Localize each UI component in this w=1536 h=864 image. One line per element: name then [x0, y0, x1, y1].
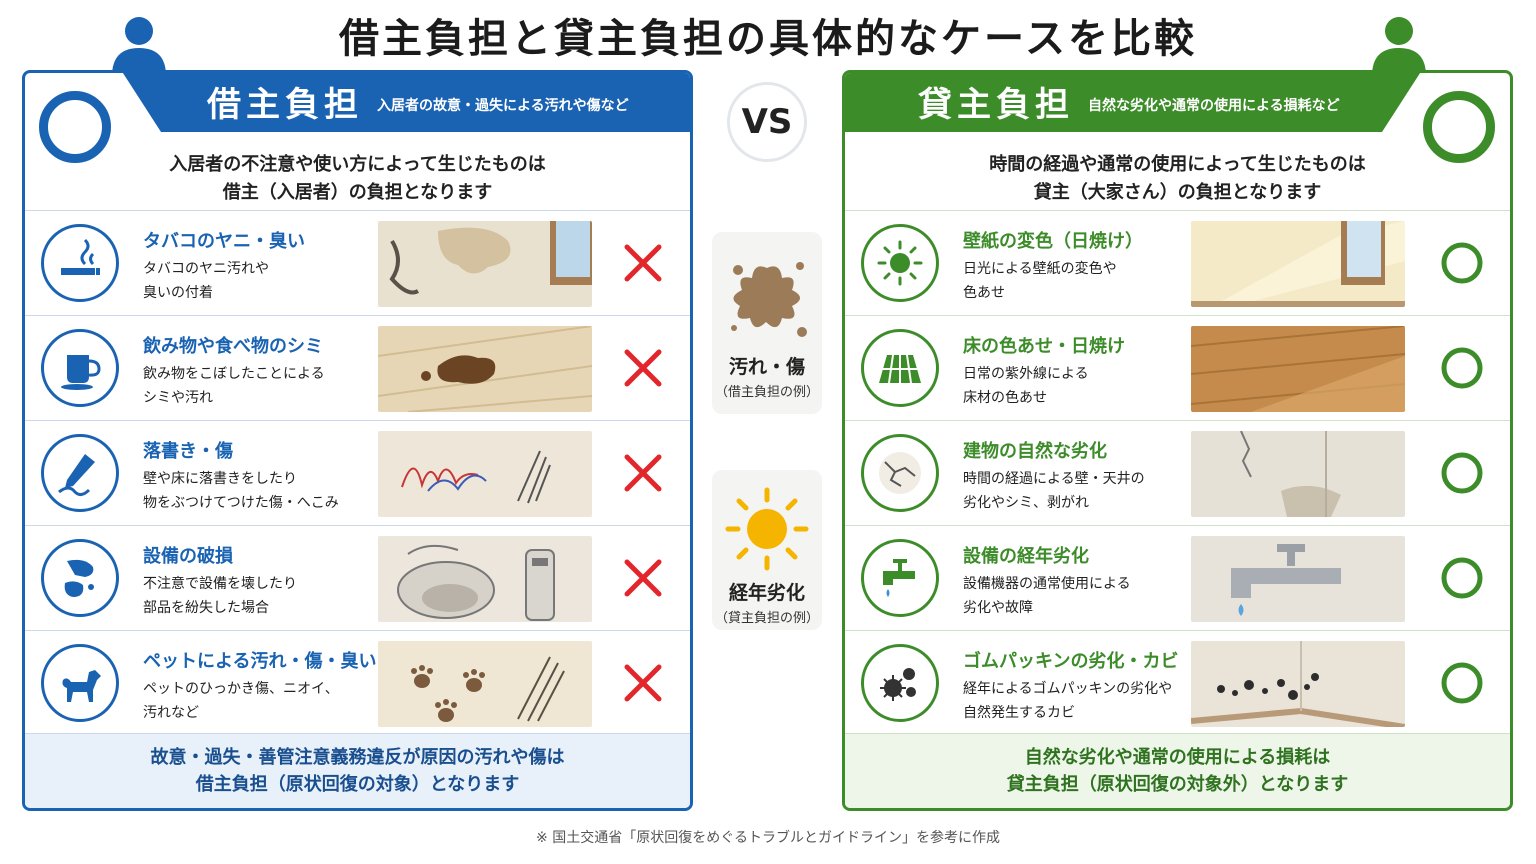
sun-icon	[725, 487, 809, 571]
wall-crack-icon	[861, 434, 939, 512]
source-note: ※ 国土交通省「原状回復をめぐるトラブルとガイドライン」を参考に作成	[536, 830, 1000, 846]
spill-floor-image	[378, 326, 592, 412]
list-item: タバコのヤニ・臭い タバコのヤニ汚れや臭いの付着	[25, 210, 690, 315]
cross-mark-icon	[624, 454, 662, 492]
list-item: 建物の自然な劣化 時間の経過による壁・天井の劣化やシミ、剥がれ	[845, 420, 1510, 525]
cup-icon	[41, 329, 119, 407]
page-title: 借主負担と貸主負担の具体的なケースを比較	[339, 16, 1197, 62]
tenant-header: 借主負担 入居者の故意・過失による汚れや傷など	[121, 73, 690, 132]
ring-icon	[39, 91, 111, 163]
tenant-title: 借主負担	[207, 84, 363, 125]
circle-mark-icon	[1441, 662, 1483, 704]
dog-icon	[41, 644, 119, 722]
list-item: 壁紙の変色（日焼け） 日光による壁紙の変色や色あせ	[845, 210, 1510, 315]
tenant-subtitle: 入居者の故意・過失による汚れや傷など	[377, 98, 629, 114]
broken-toilet-image	[378, 536, 592, 622]
landlord-header: 貸主負担 自然な劣化や通常の使用による損耗など	[845, 73, 1422, 132]
cracked-wall-image	[1191, 431, 1405, 517]
tenant-burden-panel: 借主負担 入居者の故意・過失による汚れや傷など 入居者の不注意や使い方によって生…	[22, 70, 693, 811]
tenant-footer: 故意・過失・善管注意義務違反が原因の汚れや傷は 借主負担（原状回復の対象）となり…	[25, 733, 690, 808]
aging-legend: 経年劣化 （貸主負担の例）	[712, 470, 822, 630]
landlord-burden-panel: 貸主負担 自然な劣化や通常の使用による損耗など 時間の経過や通常の使用によって生…	[842, 70, 1513, 811]
stain-wall-image	[378, 221, 592, 307]
vs-badge: VS	[727, 82, 807, 162]
circle-mark-icon	[1441, 452, 1483, 494]
pawprint-image	[378, 641, 592, 727]
crayon-icon	[41, 434, 119, 512]
landlord-title: 貸主負担	[918, 84, 1074, 125]
broken-item-icon	[41, 539, 119, 617]
person-icon	[1372, 17, 1426, 76]
faded-floor-image	[1191, 326, 1405, 412]
landlord-subtitle: 自然な劣化や通常の使用による損耗など	[1088, 98, 1340, 114]
mold-image	[1191, 641, 1405, 727]
circle-mark-icon	[1441, 557, 1483, 599]
cross-mark-icon	[624, 664, 662, 702]
list-item: ペットによる汚れ・傷・臭い ペットのひっかき傷、ニオイ、汚れなど	[25, 630, 690, 735]
list-item: 落書き・傷 壁や床に落書きをしたり物をぶつけてつけた傷・へこみ	[25, 420, 690, 525]
list-item: 設備の経年劣化 設備機器の通常使用による劣化や故障	[845, 525, 1510, 630]
landlord-footer: 自然な劣化や通常の使用による損耗は 貸主負担（原状回復の対象外）となります	[845, 733, 1510, 808]
floor-tile-icon	[861, 329, 939, 407]
faucet-icon	[861, 539, 939, 617]
list-item: ゴムパッキンの劣化・カビ 経年によるゴムパッキンの劣化や自然発生するカビ	[845, 630, 1510, 735]
cigarette-icon	[41, 224, 119, 302]
list-item: 床の色あせ・日焼け 日常の紫外線による床材の色あせ	[845, 315, 1510, 420]
faded-wallpaper-image	[1191, 221, 1405, 307]
landlord-intro: 時間の経過や通常の使用によって生じたものは 貸主（大家さん）の負担となります	[989, 154, 1366, 203]
mold-icon	[861, 644, 939, 722]
scribble-wall-image	[378, 431, 592, 517]
cross-mark-icon	[624, 244, 662, 282]
stain-legend: 汚れ・傷 （借主負担の例）	[712, 232, 822, 414]
list-item: 設備の破損 不注意で設備を壊したり部品を紛失した場合	[25, 525, 690, 630]
faucet-image	[1191, 536, 1405, 622]
cross-mark-icon	[624, 559, 662, 597]
person-icon	[112, 17, 166, 76]
cross-mark-icon	[624, 349, 662, 387]
splash-icon	[731, 262, 807, 337]
sun-icon	[861, 224, 939, 302]
circle-mark-icon	[1441, 242, 1483, 284]
ring-icon	[1423, 91, 1495, 163]
tenant-intro: 入居者の不注意や使い方によって生じたものは 借主（入居者）の負担となります	[169, 154, 546, 203]
list-item: 飲み物や食べ物のシミ 飲み物をこぼしたことによるシミや汚れ	[25, 315, 690, 420]
circle-mark-icon	[1441, 347, 1483, 389]
